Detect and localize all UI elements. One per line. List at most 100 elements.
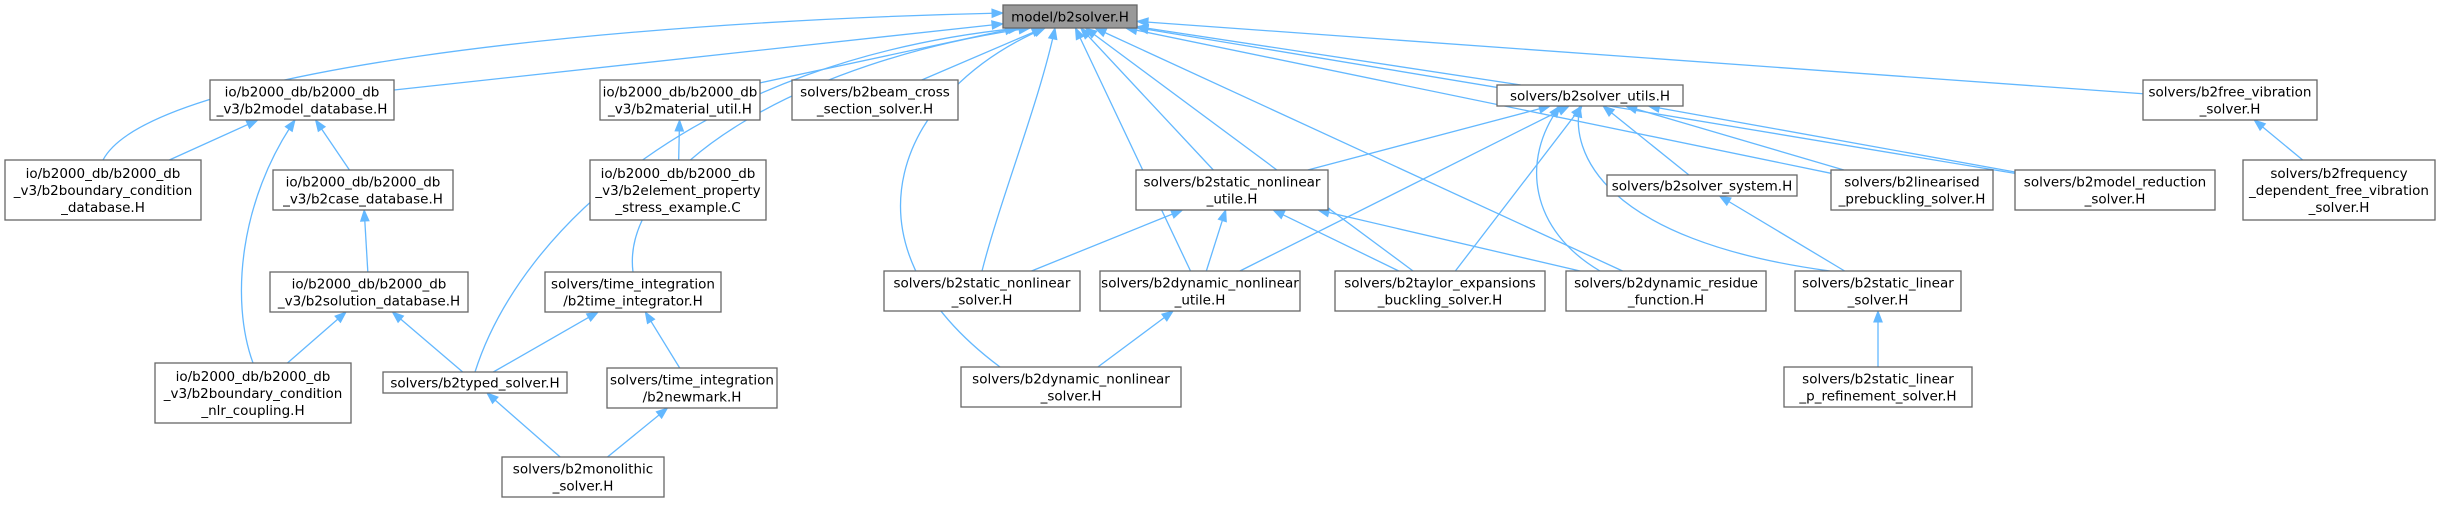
- node-label-line: solvers/b2frequency: [2270, 166, 2407, 182]
- node-box[interactable]: [2014, 169, 2216, 211]
- node-label-line: _prebuckling_solver.H: [1838, 192, 1986, 208]
- edge-frequency_dependent-to-free_vibration: [2253, 119, 2304, 161]
- node-p-refinement[interactable]: solvers/b2static_linear_p_refinement_sol…: [1783, 366, 1973, 408]
- node-free-vibration[interactable]: solvers/b2free_vibration_solver.H: [2142, 79, 2318, 121]
- edge-dynamic_residue-to-static_nonlinear_utile: [1316, 207, 1581, 272]
- node-box[interactable]: [269, 271, 469, 313]
- node-label-line: _utile.H: [1206, 192, 1258, 208]
- node-box[interactable]: [1830, 169, 1994, 211]
- edge-typed_solver-to-solution_database: [391, 311, 464, 373]
- node-box[interactable]: [2142, 79, 2318, 121]
- node-label-line: io/b2000_db/b2000_db: [603, 85, 758, 101]
- edge-boundary_condition-to-b2solver: [102, 8, 1005, 161]
- node-box[interactable]: [1606, 174, 1798, 197]
- node-b2solver[interactable]: model/b2solver.H: [1002, 4, 1138, 29]
- node-box[interactable]: [960, 366, 1182, 408]
- node-time-integrator[interactable]: solvers/time_integration/b2time_integrat…: [544, 271, 722, 313]
- node-boundary-condition[interactable]: io/b2000_db/b2000_db_v3/b2boundary_condi…: [4, 159, 202, 221]
- edge-static_nonlinear_utile-to-b2solver: [1079, 26, 1214, 171]
- node-frequency-dependent[interactable]: solvers/b2frequency_dependent_free_vibra…: [2242, 159, 2436, 221]
- node-label-line: _v3/b2model_database.H: [216, 102, 388, 118]
- node-box[interactable]: [1783, 366, 1973, 408]
- node-label-line: _v3/b2element_property: [594, 183, 760, 199]
- node-label-line: io/b2000_db/b2000_db: [601, 166, 756, 182]
- node-label-line: _solver.H: [951, 293, 1013, 309]
- node-solution-database[interactable]: io/b2000_db/b2000_db_v3/b2solution_datab…: [269, 271, 469, 313]
- node-monolithic[interactable]: solvers/b2monolithic_solver.H: [501, 456, 665, 498]
- node-label-line: solvers/b2model_reduction: [2024, 175, 2206, 191]
- node-material-util[interactable]: io/b2000_db/b2000_db_v3/b2material_util.…: [599, 79, 761, 121]
- node-label-line: _function.H: [1627, 293, 1704, 309]
- node-static-nonlinear-utile[interactable]: solvers/b2static_nonlinear_utile.H: [1135, 169, 1329, 211]
- node-box[interactable]: [791, 79, 959, 121]
- node-box[interactable]: [1565, 270, 1767, 312]
- edge-newmark-to-time_integrator: [644, 310, 681, 369]
- node-label-line: solvers/b2static_nonlinear: [1143, 175, 1320, 191]
- edge-solution_database-to-case_database: [359, 208, 370, 273]
- node-model-database[interactable]: io/b2000_db/b2000_db_v3/b2model_database…: [209, 79, 395, 121]
- node-box[interactable]: [501, 456, 665, 498]
- node-label-line: _solver.H: [2308, 200, 2370, 216]
- node-box[interactable]: [589, 159, 767, 221]
- node-label-line: _solver.H: [552, 479, 614, 495]
- node-linearised[interactable]: solvers/b2linearised_prebuckling_solver.…: [1830, 169, 1994, 211]
- node-label-line: _solver.H: [2199, 102, 2261, 118]
- node-box[interactable]: [209, 79, 395, 121]
- node-label-line: _v3/b2case_database.H: [282, 192, 443, 208]
- edge-taylor-to-solver_utils: [1454, 104, 1583, 272]
- node-label-line: solvers/b2free_vibration: [2149, 85, 2312, 101]
- node-label-line: /b2newmark.H: [643, 390, 742, 406]
- node-label-line: _nlr_coupling.H: [200, 403, 304, 419]
- node-box[interactable]: [606, 367, 778, 409]
- node-box[interactable]: [272, 169, 454, 211]
- node-label-line: _v3/b2boundary_condition: [163, 386, 343, 402]
- node-dynamic-nonlinear-utile[interactable]: solvers/b2dynamic_nonlinear_utile.H: [1099, 270, 1301, 312]
- node-label-line: _v3/b2boundary_condition: [13, 183, 193, 199]
- node-label-line: _section_solver.H: [816, 102, 933, 118]
- node-box[interactable]: [1002, 4, 1138, 29]
- node-box[interactable]: [4, 159, 202, 221]
- edge-monolithic-to-newmark: [607, 407, 669, 458]
- node-box[interactable]: [1135, 169, 1329, 211]
- node-box[interactable]: [1496, 84, 1684, 107]
- node-label-line: solvers/b2solver_utils.H: [1510, 89, 1670, 105]
- node-typed-solver[interactable]: solvers/b2typed_solver.H: [382, 371, 568, 394]
- node-taylor[interactable]: solvers/b2taylor_expansions_buckling_sol…: [1334, 270, 1546, 312]
- node-box[interactable]: [1794, 270, 1962, 312]
- node-dynamic-nonlinear-solver[interactable]: solvers/b2dynamic_nonlinear_solver.H: [960, 366, 1182, 408]
- node-box[interactable]: [154, 362, 352, 424]
- node-newmark[interactable]: solvers/time_integration/b2newmark.H: [606, 367, 778, 409]
- node-label-line: io/b2000_db/b2000_db: [225, 85, 380, 101]
- edges-layer: [102, 8, 2304, 458]
- node-nlr-coupling[interactable]: io/b2000_db/b2000_db_v3/b2boundary_condi…: [154, 362, 352, 424]
- edge-static_linear_solver-to-solver_system: [1718, 195, 1845, 272]
- node-box[interactable]: [883, 270, 1081, 312]
- edge-free_vibration-to-b2solver: [1135, 17, 2144, 95]
- node-static-linear-solver[interactable]: solvers/b2static_linear_solver.H: [1794, 270, 1962, 312]
- node-box[interactable]: [1334, 270, 1546, 312]
- node-box[interactable]: [1099, 270, 1301, 312]
- node-box[interactable]: [599, 79, 761, 121]
- node-model-reduction[interactable]: solvers/b2model_reduction_solver.H: [2014, 169, 2216, 211]
- edge-model_reduction-to-solver_utils: [1646, 103, 2016, 173]
- node-static-nonlinear-solver[interactable]: solvers/b2static_nonlinear_solver.H: [883, 270, 1081, 312]
- node-label-line: _dependent_free_vibration: [2248, 183, 2429, 199]
- node-box[interactable]: [2242, 159, 2436, 221]
- node-label-line: _utile.H: [1174, 293, 1226, 309]
- node-label-line: _v3/b2solution_database.H: [277, 294, 460, 310]
- edge-solver_utils-to-b2solver: [1135, 23, 1521, 86]
- node-label-line: _solver.H: [1040, 389, 1102, 405]
- node-solver-utils[interactable]: solvers/b2solver_utils.H: [1496, 84, 1684, 107]
- node-label-line: solvers/b2static_linear: [1802, 276, 1954, 292]
- node-label-line: solvers/b2solver_system.H: [1612, 179, 1793, 195]
- node-dynamic-residue[interactable]: solvers/b2dynamic_residue_function.H: [1565, 270, 1767, 312]
- node-box[interactable]: [382, 371, 568, 394]
- node-beam-cross[interactable]: solvers/b2beam_cross_section_solver.H: [791, 79, 959, 121]
- node-solver-system[interactable]: solvers/b2solver_system.H: [1606, 174, 1798, 197]
- node-box[interactable]: [544, 271, 722, 313]
- node-label-line: solvers/b2dynamic_nonlinear: [1101, 276, 1299, 292]
- node-case-database[interactable]: io/b2000_db/b2000_db_v3/b2case_database.…: [272, 169, 454, 211]
- node-label-line: _solver.H: [2084, 192, 2146, 208]
- edge-static_nonlinear_solver-to-static_nonlinear_utile: [1031, 209, 1184, 272]
- node-element-property[interactable]: io/b2000_db/b2000_db_v3/b2element_proper…: [589, 159, 767, 221]
